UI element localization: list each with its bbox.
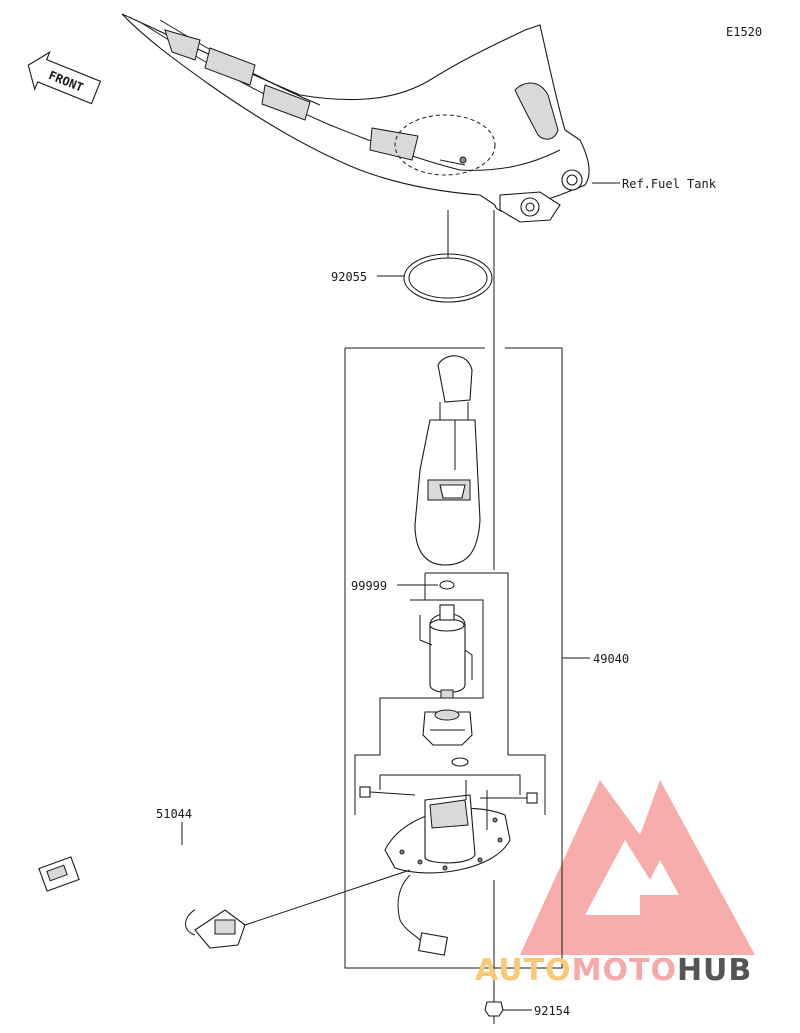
pump-base-flange [384,780,511,874]
watermark-logo [520,780,755,955]
gasket-o-ring [403,210,493,303]
watermark-text-part2: MOTO [572,953,677,988]
callout-fuel-tank-ref: Ref.Fuel Tank [622,177,717,191]
mounting-bolt [484,995,504,1024]
callout-gasket: 92055 [331,270,367,284]
front-direction-arrow: FRONT [27,50,102,105]
side-screw-right [480,792,538,804]
fuel-strainer [422,709,473,746]
base-washer [451,757,469,767]
callout-bolt: 92154 [534,1004,570,1018]
pump-connector-pigtail [397,874,449,956]
callout-washer: 99999 [351,579,387,593]
wire-harness [38,846,411,949]
watermark-text: AUTOMOTOHUB [475,953,752,988]
fuel-tank [121,13,590,223]
callout-pump-assembly: 49040 [593,652,629,666]
side-screw-left [359,786,416,798]
assembly-bracket [344,347,563,969]
fuel-pump-motor [419,604,473,699]
washer [439,580,455,590]
fuel-filter-housing [414,355,481,566]
pump-motor-bracket [354,572,509,815]
watermark-g-mark [640,895,690,915]
diagram-code: E1520 [726,25,762,39]
screw-bracket [380,774,521,795]
watermark-text-part1: AUTO [475,953,572,988]
callout-harness: 51044 [156,807,192,821]
watermark-text-part3: HUB [677,953,752,988]
